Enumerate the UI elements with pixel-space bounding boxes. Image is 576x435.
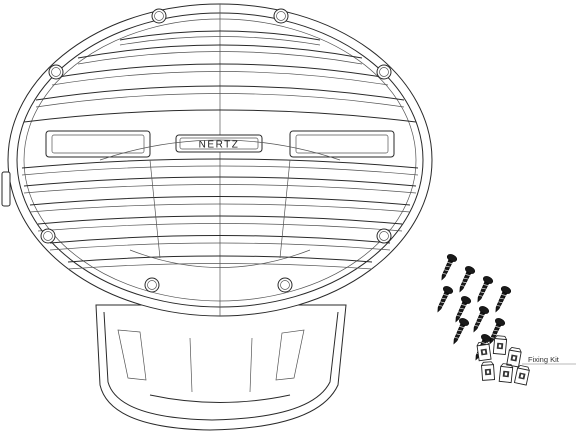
- screw: [459, 266, 476, 293]
- screw: [473, 306, 490, 333]
- mounting-hole: [277, 277, 293, 293]
- screws-group: [437, 254, 512, 361]
- mounting-holes: [40, 8, 392, 293]
- grille-badge-band: NERTZ: [45, 130, 395, 158]
- screw: [453, 318, 470, 345]
- screw: [441, 254, 458, 281]
- screw: [437, 286, 454, 313]
- screw: [477, 276, 494, 303]
- brand-logo-text: NERTZ: [199, 140, 240, 151]
- speaker-grille: NERTZ: [1, 3, 433, 317]
- fixing-kit-label: Fixing Kit: [528, 355, 560, 364]
- mounting-hole: [376, 64, 392, 80]
- speaker-basket: [95, 304, 347, 431]
- screw: [455, 296, 472, 323]
- mounting-hole: [48, 64, 64, 80]
- mounting-hole: [144, 277, 160, 293]
- grille-ribs-upper: [23, 30, 417, 123]
- mounting-hole: [151, 8, 167, 24]
- mounting-hole: [376, 228, 392, 244]
- mounting-hole: [40, 228, 56, 244]
- grille-side-tab: [1, 171, 11, 207]
- screw: [495, 286, 512, 313]
- mounting-clip: [481, 361, 496, 381]
- mounting-clip: [498, 363, 514, 384]
- grille-ribs-lower: [21, 158, 419, 270]
- mounting-clip: [513, 364, 530, 386]
- screw: [489, 318, 506, 345]
- mounting-clip: [506, 347, 522, 368]
- mounting-hole: [273, 8, 289, 24]
- fixing-kit-callout: Fixing Kit: [522, 355, 576, 365]
- brand-badge: [175, 134, 263, 153]
- mounting-clip: [492, 335, 508, 355]
- mounting-clip: [476, 341, 492, 362]
- mounting-clips-group: [476, 335, 530, 386]
